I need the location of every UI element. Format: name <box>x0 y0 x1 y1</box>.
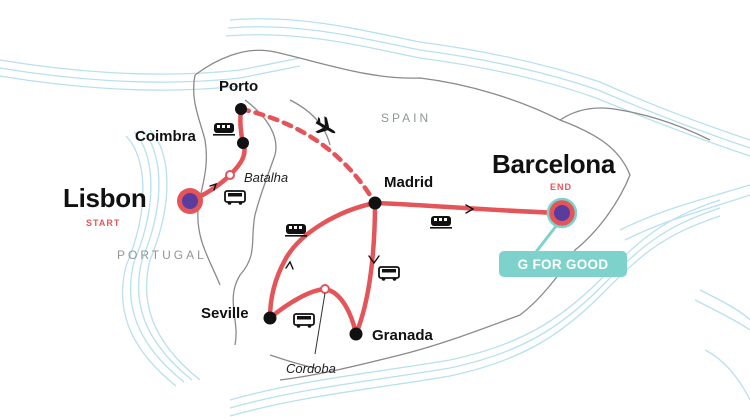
arrow-icon <box>368 255 380 265</box>
train-icon <box>430 216 452 229</box>
stop-label-cordoba: Cordoba <box>286 361 336 376</box>
g-for-good-badge: G FOR GOOD <box>499 251 627 277</box>
arrow-icon <box>209 182 218 191</box>
city-label-coimbra: Coimbra <box>135 128 196 145</box>
arrow-icon <box>465 204 475 214</box>
route-madrid-seville <box>267 200 378 321</box>
end-tag: END <box>550 182 573 192</box>
bus-icon <box>293 313 315 329</box>
seville-node <box>263 311 277 325</box>
city-label-seville: Seville <box>201 305 249 322</box>
country-label-portugal: PORTUGAL <box>117 248 207 262</box>
cordoba-pointer <box>314 292 326 355</box>
flight-path-porto-madrid <box>238 106 378 206</box>
barcelona-marker <box>546 197 578 229</box>
stop-label-batalha: Batalha <box>244 170 289 185</box>
batalha-stop <box>225 170 235 180</box>
start-tag: START <box>86 218 121 228</box>
porto-node <box>235 103 247 115</box>
coimbra-node <box>237 137 249 149</box>
route-cordoba-granada <box>322 286 359 337</box>
city-label-granada: Granada <box>372 327 433 344</box>
cordoba-stop <box>320 284 330 294</box>
arrow-icon <box>285 260 294 270</box>
city-label-madrid: Madrid <box>384 174 434 191</box>
bus-icon <box>378 266 400 282</box>
coastline-water <box>0 18 750 417</box>
city-label-porto: Porto <box>219 78 259 95</box>
bus-icon <box>224 190 246 206</box>
route-granada-madrid <box>353 200 378 337</box>
city-nodes <box>235 103 382 341</box>
plane-icon <box>315 116 336 134</box>
train-icon <box>213 123 235 136</box>
country-borders <box>193 49 711 381</box>
end-city-label: Barcelona <box>492 149 616 179</box>
lisbon-marker <box>177 188 203 214</box>
start-city-label: Lisbon <box>63 183 147 213</box>
direction-arrows <box>209 182 475 270</box>
madrid-node <box>368 196 382 210</box>
route-madrid-barcelona <box>372 200 563 216</box>
country-label-spain: SPAIN <box>381 111 432 125</box>
granada-node <box>349 327 363 341</box>
